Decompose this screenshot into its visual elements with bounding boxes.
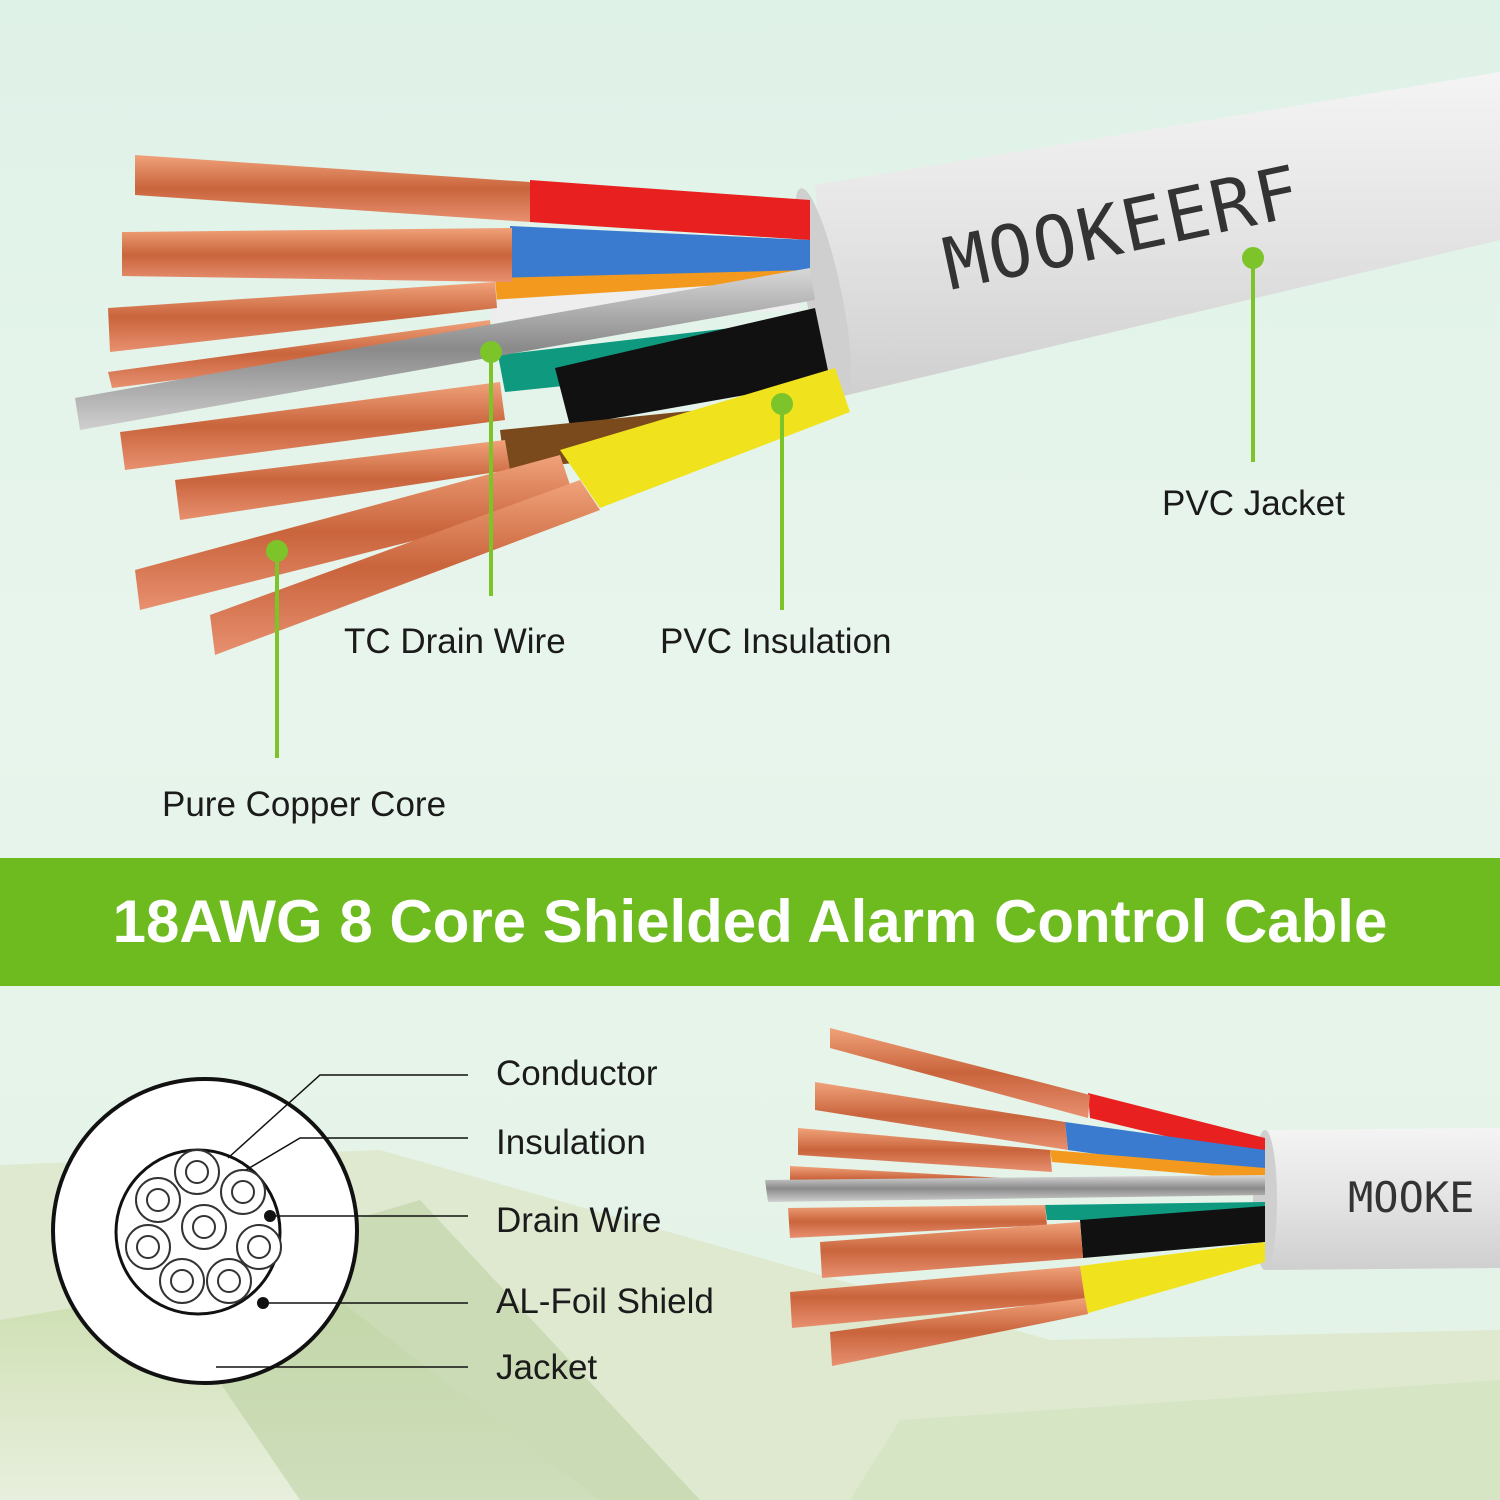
blue-insulation-top bbox=[510, 226, 810, 286]
banner-title: 18AWG 8 Core Shielded Alarm Control Cabl… bbox=[112, 888, 1388, 955]
legend-al-foil-shield: AL-Foil Shield bbox=[496, 1282, 714, 1321]
callout-label-pvc-insulation: PVC Insulation bbox=[660, 622, 892, 661]
cross-section-diagram bbox=[51, 1074, 468, 1385]
callout-dot-jacket bbox=[1242, 247, 1264, 269]
legend-insulation: Insulation bbox=[496, 1123, 646, 1162]
drain-wire-bottom bbox=[765, 1175, 1265, 1202]
pvc-jacket-bottom bbox=[1265, 1128, 1500, 1270]
callout-dot-drain bbox=[480, 341, 502, 363]
title-banner: 18AWG 8 Core Shielded Alarm Control Cabl… bbox=[0, 858, 1500, 986]
callout-dot-insulation bbox=[771, 393, 793, 415]
copper-conductors-top bbox=[108, 155, 600, 655]
brand-print-bottom: MOOKE bbox=[1348, 1173, 1474, 1222]
callout-label-tc-drain-wire: TC Drain Wire bbox=[344, 622, 566, 661]
cross-section-leader-lines bbox=[216, 1074, 468, 1368]
drain-wire-top bbox=[75, 268, 815, 430]
legend-jacket: Jacket bbox=[496, 1348, 598, 1387]
red-insulation-top bbox=[530, 180, 810, 240]
cable-illustration-bottom: MOOKE bbox=[765, 1028, 1500, 1366]
cross-section-conductors bbox=[125, 1149, 282, 1304]
cable-illustration-top: MOOKEERF bbox=[75, 72, 1500, 758]
callout-dot-copper bbox=[266, 540, 288, 562]
black-insulation-top bbox=[555, 308, 830, 426]
legend-conductor: Conductor bbox=[496, 1054, 658, 1093]
legend-drain-wire: Drain Wire bbox=[496, 1201, 662, 1240]
callout-label-pvc-jacket: PVC Jacket bbox=[1162, 484, 1345, 523]
callout-label-pure-copper-core: Pure Copper Core bbox=[162, 785, 447, 824]
